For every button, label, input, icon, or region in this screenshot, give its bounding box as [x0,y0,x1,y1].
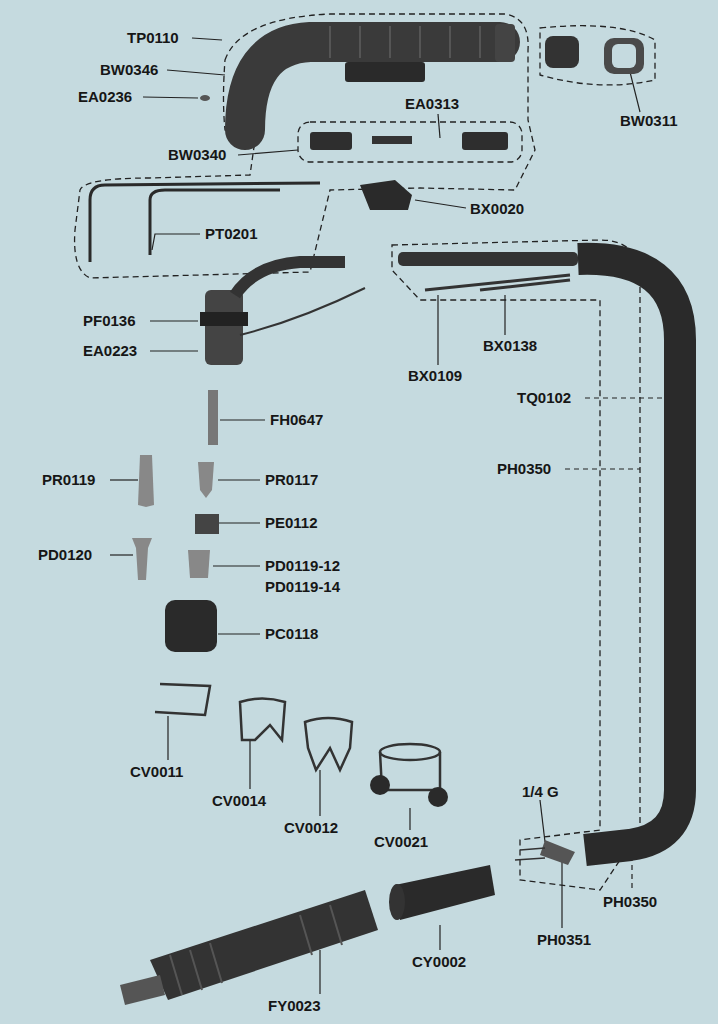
part-number: PR0119 [42,471,95,489]
part-number: PD0119-12 [265,557,340,575]
part-number: PE0112 [265,514,318,532]
part-number: PH0350 [603,893,657,911]
part-number: CY0002 [412,953,466,971]
part-number: EA0236 [78,88,132,106]
part-number: PF0136 [83,312,136,330]
part-number: PD0119-14 [265,578,340,596]
part-number: PH0351 [537,931,591,949]
part-number: CV0012 [284,819,338,837]
part-number: BW0340 [168,146,226,164]
part-number: EA0313 [405,95,459,113]
part-number: BX0020 [470,200,524,218]
part-number: FH0647 [270,411,323,429]
part-number: BX0109 [408,367,462,385]
part-number: EA0223 [83,342,137,360]
part-number: 1/4 G [522,783,559,801]
part-number: PT0201 [205,225,258,243]
part-number: CV0014 [212,792,266,810]
part-number: TP0110 [127,29,179,47]
part-number: PH0350 [497,460,551,478]
part-number: CV0021 [374,833,428,851]
part-number: PC0118 [265,625,318,643]
part-number: BX0138 [483,337,537,355]
part-number: PR0117 [265,471,318,489]
part-number: BW0346 [100,61,158,79]
part-number: TQ0102 [517,389,571,407]
part-number: CV0011 [130,763,183,781]
part-number: PD0120 [38,546,92,564]
part-number: FY0023 [268,997,321,1015]
part-number: BW0311 [620,112,678,130]
